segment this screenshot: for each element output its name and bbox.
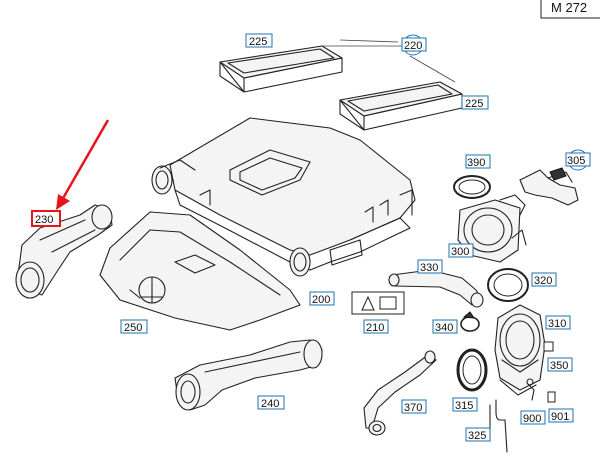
seal-ring-315[interactable] — [456, 348, 488, 392]
engine-cover[interactable] — [99, 211, 301, 331]
sealing-ring-390[interactable] — [453, 175, 491, 199]
breather-hose-330[interactable] — [388, 269, 484, 308]
svg-text:240: 240 — [261, 398, 279, 410]
model-code: M 272 — [551, 0, 587, 15]
callout-210[interactable]: 210 — [363, 319, 389, 334]
svg-text:210: 210 — [366, 322, 384, 334]
air-hose-370[interactable] — [363, 350, 437, 436]
callout-230[interactable]: 230 — [31, 210, 61, 227]
callout-240[interactable]: 240 — [257, 395, 285, 410]
svg-text:340: 340 — [435, 322, 453, 334]
callout-350[interactable]: 350 — [547, 357, 573, 372]
svg-text:250: 250 — [124, 322, 142, 334]
callout-200[interactable]: 200 — [309, 291, 335, 306]
air-cleaner-housing[interactable] — [151, 117, 416, 277]
callout-310[interactable]: 310 — [545, 315, 571, 330]
air-filter-bottom[interactable] — [339, 81, 463, 131]
warning-label-plate[interactable] — [351, 291, 405, 315]
intake-duct-230[interactable] — [15, 204, 113, 299]
svg-text:225: 225 — [249, 36, 267, 48]
throttle-housing-310[interactable] — [494, 304, 546, 396]
air-filter-top[interactable] — [219, 45, 343, 93]
svg-text:370: 370 — [404, 402, 422, 414]
svg-text:310: 310 — [548, 318, 566, 330]
callout-225-top[interactable]: 225 — [245, 33, 273, 48]
svg-text:325: 325 — [468, 430, 486, 442]
sealing-ring-320[interactable] — [487, 268, 529, 302]
svg-text:220: 220 — [404, 40, 422, 52]
svg-text:225: 225 — [465, 98, 483, 110]
svg-text:230: 230 — [35, 214, 53, 226]
callout-340[interactable]: 340 — [432, 319, 458, 334]
svg-text:900: 900 — [523, 413, 541, 425]
svg-text:390: 390 — [467, 157, 485, 169]
callout-900[interactable]: 900 — [520, 410, 546, 425]
highlight-arrow — [56, 119, 110, 210]
callout-320[interactable]: 320 — [531, 272, 557, 287]
svg-text:350: 350 — [550, 360, 568, 372]
svg-text:200: 200 — [312, 294, 330, 306]
svg-text:300: 300 — [451, 246, 469, 258]
svg-text:320: 320 — [534, 275, 552, 287]
cable-325[interactable] — [489, 399, 508, 453]
callout-250[interactable]: 250 — [120, 319, 148, 334]
svg-text:901: 901 — [551, 411, 569, 423]
callout-220[interactable]: 220 — [401, 34, 427, 56]
callout-390[interactable]: 390 — [465, 154, 491, 169]
svg-text:315: 315 — [455, 400, 473, 412]
svg-text:305: 305 — [567, 155, 585, 167]
hose-clamp-340[interactable] — [460, 311, 480, 332]
callout-370[interactable]: 370 — [401, 399, 427, 414]
callout-325[interactable]: 325 — [465, 427, 491, 442]
svg-text:330: 330 — [420, 262, 438, 274]
screw-901[interactable] — [547, 391, 556, 403]
callout-305[interactable]: 305 — [565, 149, 591, 171]
callout-330[interactable]: 330 — [417, 259, 443, 274]
callout-300[interactable]: 300 — [448, 243, 474, 258]
intake-duct-240[interactable] — [174, 339, 323, 411]
callout-901[interactable]: 901 — [548, 408, 574, 423]
plug-350[interactable] — [543, 341, 554, 352]
model-code-box: M 272 — [540, 0, 600, 19]
callout-225-bottom[interactable]: 225 — [461, 95, 489, 110]
screw-900[interactable] — [526, 378, 535, 401]
callout-315[interactable]: 315 — [452, 397, 478, 412]
bracket-305[interactable] — [519, 167, 579, 206]
